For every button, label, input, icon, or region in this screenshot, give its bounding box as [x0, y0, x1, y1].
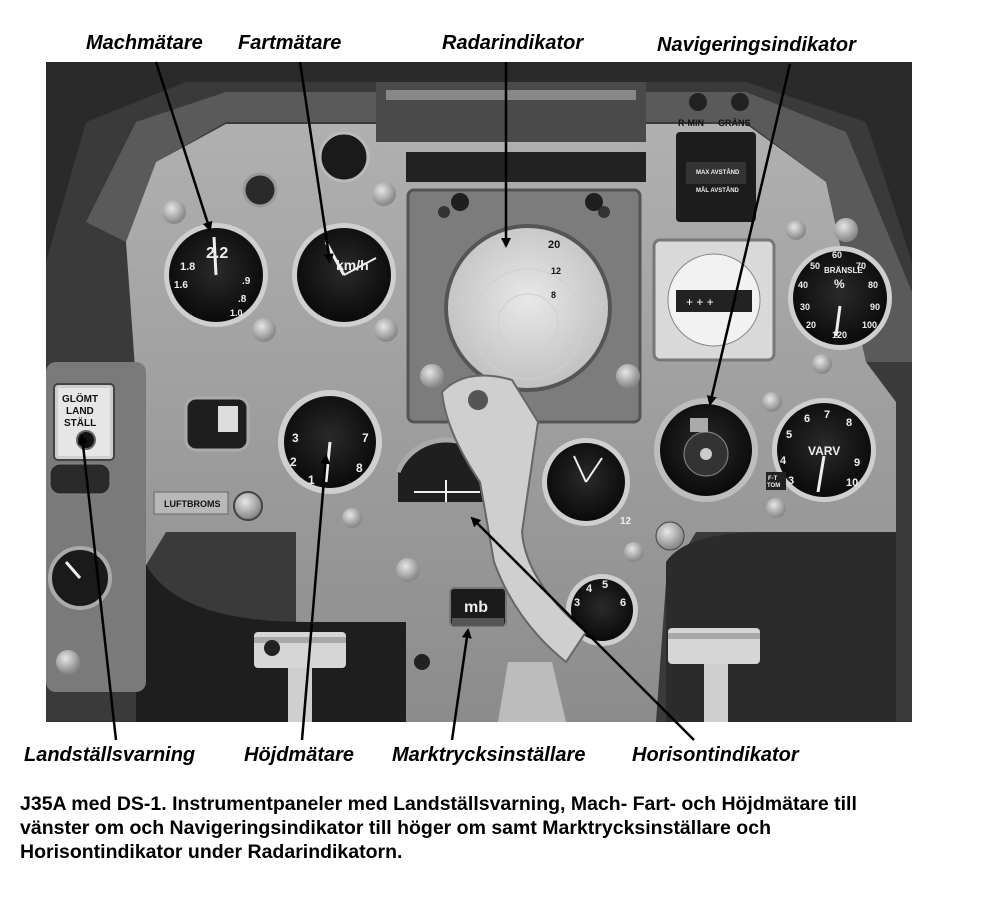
svg-text:7: 7 [824, 409, 830, 421]
svg-text:6: 6 [804, 413, 810, 425]
figure-caption: J35A med DS-1. Instrumentpaneler med Lan… [20, 792, 990, 864]
label-landstallsvarning: Landställsvarning [24, 744, 196, 766]
svg-text:20: 20 [548, 239, 560, 251]
svg-text:1: 1 [308, 473, 315, 487]
svg-text:5: 5 [786, 429, 792, 441]
svg-text:10: 10 [846, 477, 858, 489]
svg-text:4: 4 [780, 455, 787, 467]
svg-text:%: % [834, 277, 845, 291]
svg-text:2: 2 [290, 455, 297, 469]
svg-text:.8: .8 [238, 294, 247, 305]
svg-text:R-MIN: R-MIN [678, 118, 704, 128]
svg-text:GRÄNS: GRÄNS [718, 118, 751, 128]
label-machmatare: Machmätare [86, 32, 203, 54]
svg-text:VARV: VARV [808, 444, 840, 458]
svg-text:1.0: 1.0 [230, 308, 243, 318]
svg-text:120: 120 [832, 330, 847, 340]
svg-text:3: 3 [788, 475, 794, 487]
svg-text:12: 12 [620, 516, 632, 527]
svg-text:F-T: F-T [768, 476, 778, 482]
label-marktrycksinstallare: Marktrycksinställare [392, 744, 586, 766]
svg-text:7: 7 [362, 431, 369, 445]
svg-text:1.8: 1.8 [180, 261, 195, 273]
svg-text:1.6: 1.6 [174, 280, 188, 291]
label-horisontindikator: Horisontindikator [632, 744, 799, 766]
svg-text:90: 90 [870, 302, 880, 312]
svg-text:+ + +: + + + [686, 295, 714, 309]
svg-text:BRÄNSLE: BRÄNSLE [824, 266, 863, 275]
label-radarindikator: Radarindikator [442, 32, 584, 54]
svg-text:40: 40 [798, 280, 808, 290]
svg-text:3: 3 [574, 597, 580, 609]
svg-text:4: 4 [586, 583, 593, 595]
svg-text:8: 8 [551, 290, 556, 300]
svg-text:70: 70 [856, 261, 866, 271]
label-navigeringsindikator: Navigeringsindikator [657, 34, 856, 56]
svg-text:6: 6 [620, 597, 626, 609]
caption-line-2: vänster om och Navigeringsindikator till… [20, 817, 771, 839]
svg-text:LAND: LAND [66, 406, 94, 417]
svg-text:5: 5 [602, 579, 608, 591]
svg-text:80: 80 [868, 280, 878, 290]
svg-text:8: 8 [846, 417, 852, 429]
svg-text:km/h: km/h [336, 257, 369, 273]
svg-text:50: 50 [810, 261, 820, 271]
svg-text:100: 100 [862, 320, 877, 330]
svg-text:MAX AVSTÅND: MAX AVSTÅND [696, 169, 740, 176]
svg-text:30: 30 [800, 302, 810, 312]
svg-text:2.2: 2.2 [206, 245, 228, 262]
caption-line-1: J35A med DS-1. Instrumentpaneler med Lan… [20, 793, 857, 815]
label-hojdmatare: Höjdmätare [244, 744, 355, 766]
caption-line-3: Horisontindikator under Radarindikatorn. [20, 841, 403, 863]
svg-text:3: 3 [292, 431, 299, 445]
svg-text:mb: mb [464, 599, 488, 616]
svg-text:GLÖMT: GLÖMT [62, 392, 98, 405]
svg-text:TOM: TOM [767, 483, 780, 489]
svg-text:12: 12 [551, 266, 561, 276]
svg-text:9: 9 [854, 457, 860, 469]
svg-text:MÅL AVSTÅND: MÅL AVSTÅND [696, 187, 740, 194]
svg-text:8: 8 [356, 461, 363, 475]
cockpit-panel-photo: 20 12 8 MAX AVSTÅND MÅL AVSTÅND R-MIN GR… [46, 62, 912, 722]
svg-text:60: 60 [832, 250, 842, 260]
label-fartmatare: Fartmätare [238, 32, 342, 54]
svg-text:LUFTBROMS: LUFTBROMS [164, 499, 221, 509]
svg-text:.9: .9 [242, 276, 251, 287]
svg-text:STÄLL: STÄLL [64, 416, 96, 429]
svg-text:20: 20 [806, 320, 816, 330]
